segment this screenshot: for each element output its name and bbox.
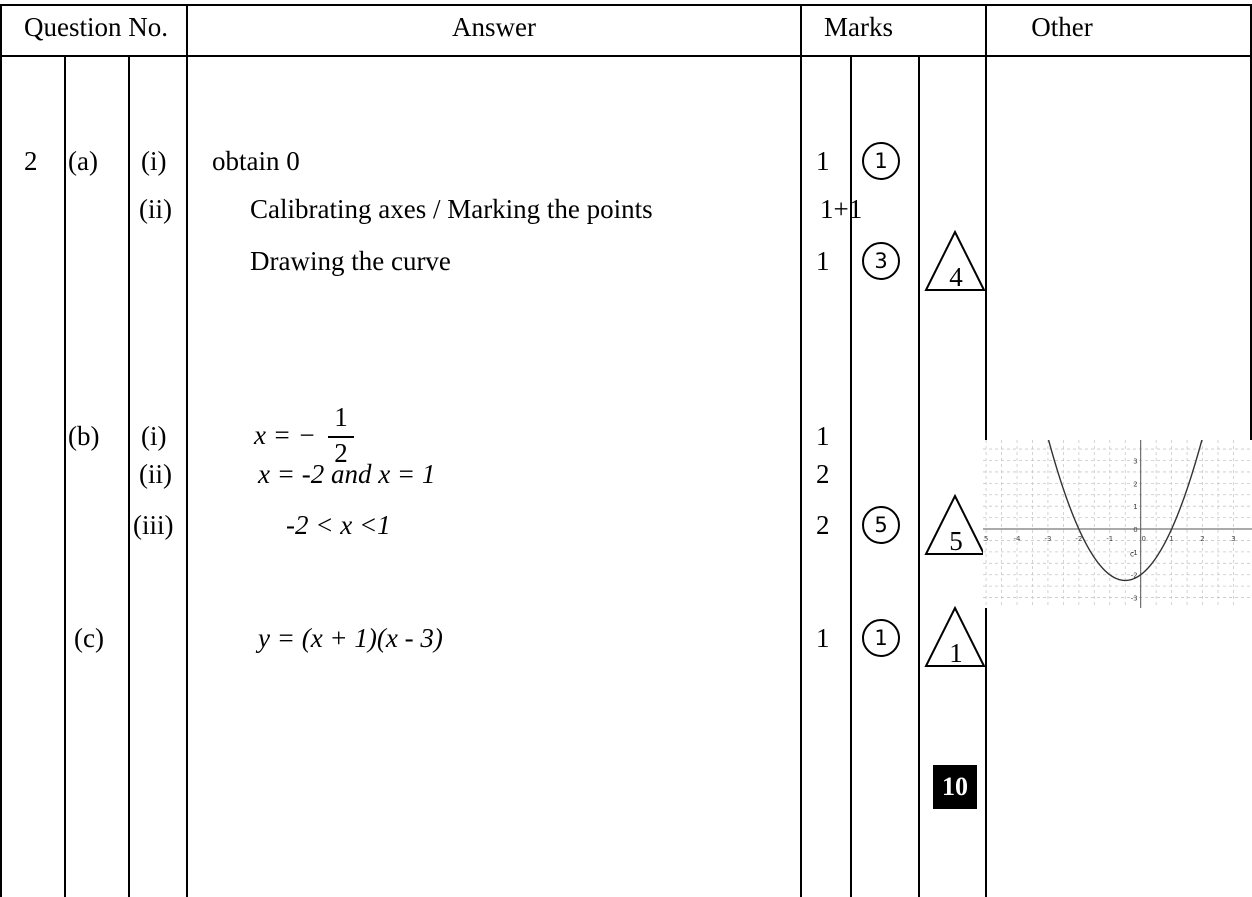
answer-c: y = (x + 1)(x - 3) bbox=[258, 623, 443, 653]
parabola-curve bbox=[1047, 440, 1203, 582]
mark-a-i: 1 bbox=[816, 146, 830, 176]
total-marks-box: 10 bbox=[933, 765, 977, 809]
graph-y-tick-label: -2 bbox=[1131, 572, 1138, 580]
header-answer: Answer bbox=[452, 12, 536, 42]
part-b-i-label: (i) bbox=[141, 421, 167, 451]
col-answer-left bbox=[186, 4, 188, 897]
header-question-no: Question No. bbox=[24, 12, 168, 42]
col-marks-left bbox=[800, 4, 802, 897]
part-b-ii-label: (ii) bbox=[139, 459, 172, 489]
graph-y-tick-label: 2 bbox=[1133, 480, 1137, 488]
graph-x-tick-label: -2 bbox=[1075, 535, 1082, 543]
mark-b-i: 1 bbox=[816, 421, 830, 451]
graph-x-tick-label: 3 bbox=[1231, 535, 1235, 543]
col-marks-inner-2 bbox=[918, 55, 920, 897]
mark-a-ii-1: 1+1 bbox=[820, 194, 863, 224]
part-a-ii-label: (ii) bbox=[139, 194, 172, 224]
triangle-icon bbox=[924, 494, 986, 555]
triangle-c-value: 1 bbox=[949, 638, 963, 668]
mark-a-ii-2: 1 bbox=[816, 246, 830, 276]
triangle-b: 5 bbox=[924, 494, 986, 556]
mark-b-iii: 2 bbox=[816, 510, 830, 540]
top-border bbox=[0, 4, 1252, 6]
part-b-iii-label: (iii) bbox=[133, 510, 174, 540]
answer-b-i-numerator: 1 bbox=[334, 402, 348, 432]
answer-b-i-lhs: x = − bbox=[254, 420, 316, 450]
mark-b-ii: 2 bbox=[816, 459, 830, 489]
answer-b-iii: -2 < x <1 bbox=[286, 510, 391, 540]
part-a-i-label: (i) bbox=[141, 146, 167, 176]
graph-curve-label: c bbox=[1130, 549, 1134, 558]
circle-b: 5 bbox=[862, 506, 900, 544]
header-divider bbox=[0, 55, 1252, 57]
graph-x-tick-label: 5 bbox=[984, 535, 988, 543]
header-marks: Marks bbox=[824, 12, 893, 42]
triangle-c: 1 bbox=[924, 606, 986, 668]
part-c-label: (c) bbox=[74, 623, 104, 653]
graph-x-tick-label: 1 bbox=[1169, 535, 1173, 543]
triangle-icon bbox=[924, 230, 986, 291]
graph-x-tick-label: 2 bbox=[1200, 535, 1204, 543]
triangle-a: 4 bbox=[924, 230, 986, 292]
col-marks-inner-1 bbox=[850, 55, 852, 897]
triangle-b-value: 5 bbox=[949, 526, 963, 556]
col-roman-divider bbox=[128, 55, 130, 897]
header-other: Other bbox=[1031, 12, 1093, 42]
circle-a-i: 1 bbox=[862, 142, 900, 180]
triangle-a-value: 4 bbox=[949, 262, 963, 292]
graph-y-tick-label: -1 bbox=[1131, 549, 1138, 557]
left-border bbox=[0, 4, 2, 897]
circle-c: 1 bbox=[862, 619, 900, 657]
part-a-label: (a) bbox=[68, 146, 98, 176]
part-b-label: (b) bbox=[68, 421, 100, 451]
answer-a-i: obtain 0 bbox=[212, 146, 300, 176]
answer-a-ii-curve: Drawing the curve bbox=[250, 246, 451, 276]
graph-y-tick-label: 1 bbox=[1133, 503, 1137, 511]
mark-c: 1 bbox=[816, 623, 830, 653]
answer-b-ii: x = -2 and x = 1 bbox=[258, 459, 436, 489]
graph-y-tick-label: -3 bbox=[1131, 595, 1138, 603]
graph-x-tick-label: -1 bbox=[1106, 535, 1113, 543]
triangle-icon bbox=[924, 606, 986, 667]
answer-b-i-denominator: 2 bbox=[334, 438, 348, 468]
graph-y-tick-label: 3 bbox=[1133, 457, 1137, 465]
graph-y-tick-label: 0 bbox=[1133, 526, 1137, 534]
graph-x-tick-label: 0 bbox=[1141, 535, 1145, 543]
graph-x-tick-label: -3 bbox=[1044, 535, 1051, 543]
graph-x-tick-label: -4 bbox=[1014, 535, 1022, 543]
right-border bbox=[1250, 4, 1252, 444]
circle-a: 3 bbox=[862, 242, 900, 280]
fraction-bar bbox=[328, 436, 354, 438]
answer-a-ii-calibrate: Calibrating axes / Marking the points bbox=[250, 194, 653, 224]
col-subpart-divider bbox=[64, 55, 66, 897]
question-number: 2 bbox=[24, 146, 38, 176]
